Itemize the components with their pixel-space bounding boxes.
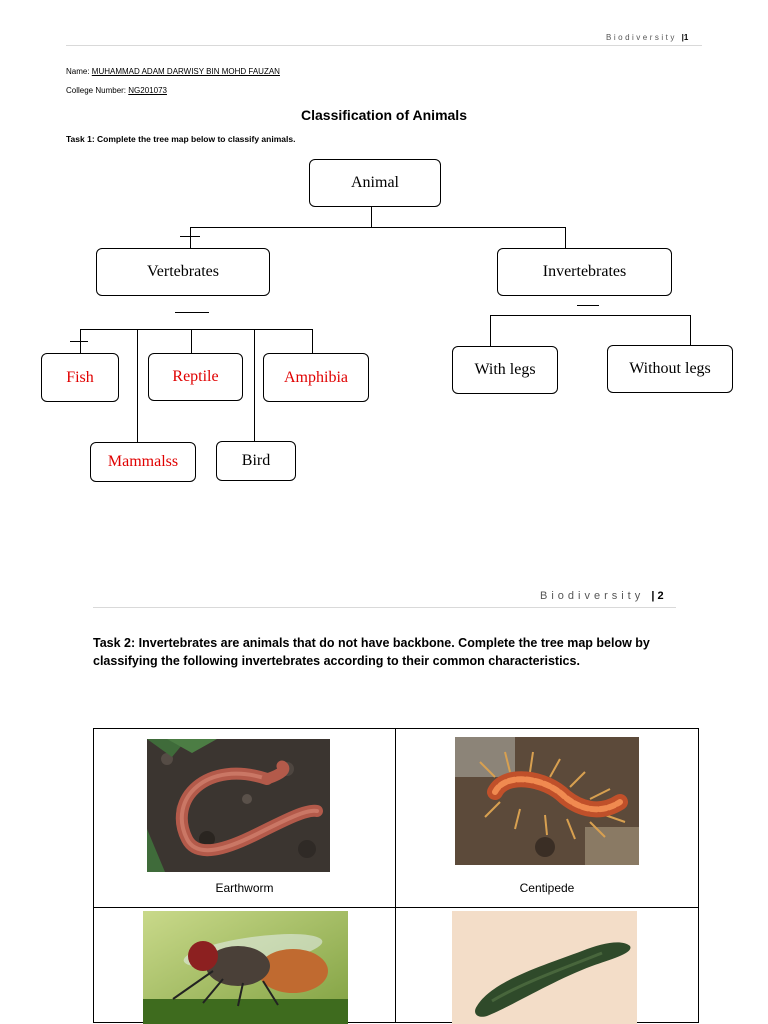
connector — [190, 227, 191, 248]
tree-node-without-legs: Without legs — [607, 345, 733, 393]
earthworm-photo — [147, 739, 330, 872]
college-value: NG201073 — [128, 86, 167, 95]
connector — [254, 329, 255, 441]
page-title: Classification of Animals — [0, 107, 768, 123]
table-cell — [94, 908, 396, 1023]
task2-label: Task 2 — [93, 636, 131, 650]
name-line: Name: MUHAMMAD ADAM DARWISY BIN MOHD FAU… — [66, 67, 280, 76]
header-separator: | — [651, 590, 654, 602]
college-label: College Number: — [66, 86, 126, 95]
tree-node-reptile: Reptile — [148, 353, 243, 401]
tree-node-invertebrates: Invertebrates — [497, 248, 672, 296]
tree-node-mammals: Mammalss — [90, 442, 196, 482]
centipede-photo — [455, 737, 639, 865]
tree-node-bird: Bird — [216, 441, 296, 481]
task2-text: : Invertebrates are animals that do not … — [93, 636, 650, 668]
page2-header: Biodiversity | 2 — [540, 590, 664, 602]
task2-instruction: Task 2: Invertebrates are animals that d… — [93, 634, 678, 670]
connector — [312, 329, 313, 353]
connector — [180, 236, 200, 237]
connector — [371, 207, 372, 227]
tree-node-animal: Animal — [309, 159, 441, 207]
tree-node-fish: Fish — [41, 353, 119, 402]
header-rule — [93, 607, 676, 608]
tree-node-amphibia: Amphibia — [263, 353, 369, 402]
task1-label: Task 1 — [66, 134, 92, 144]
connector — [565, 227, 566, 248]
tree-node-vertebrates: Vertebrates — [96, 248, 270, 296]
header-rule — [66, 45, 702, 46]
task1-instruction: Task 1: Complete the tree map below to c… — [66, 134, 295, 144]
task1-text: : Complete the tree map below to classif… — [92, 134, 296, 144]
header-word: Biodiversity — [606, 33, 677, 42]
connector — [137, 329, 138, 442]
table-cell: Centipede — [396, 729, 699, 908]
connector — [577, 305, 599, 306]
table-cell: Earthworm — [94, 729, 396, 908]
connector — [70, 341, 88, 342]
page1-header: Biodiversity |1 — [606, 33, 688, 42]
leech-photo — [452, 911, 637, 1024]
tree-node-with-legs: With legs — [452, 346, 558, 394]
image-caption: Earthworm — [94, 881, 395, 895]
connector — [80, 329, 312, 330]
college-line: College Number: NG201073 — [66, 86, 167, 95]
image-caption: Centipede — [396, 881, 698, 895]
connector — [690, 315, 691, 345]
table-cell — [396, 908, 699, 1023]
header-page-number: 2 — [657, 590, 663, 602]
header-page-number: 1 — [684, 33, 688, 42]
invertebrate-image-table: Earthworm — [93, 728, 699, 1023]
connector — [191, 329, 192, 353]
connector — [175, 312, 209, 313]
connector — [490, 315, 491, 346]
name-value: MUHAMMAD ADAM DARWISY BIN MOHD FAUZAN — [92, 67, 280, 76]
connector — [80, 329, 81, 353]
connector — [190, 227, 566, 228]
header-word: Biodiversity — [540, 590, 644, 602]
housefly-photo — [143, 911, 348, 1024]
connector — [490, 315, 691, 316]
name-label: Name: — [66, 67, 90, 76]
